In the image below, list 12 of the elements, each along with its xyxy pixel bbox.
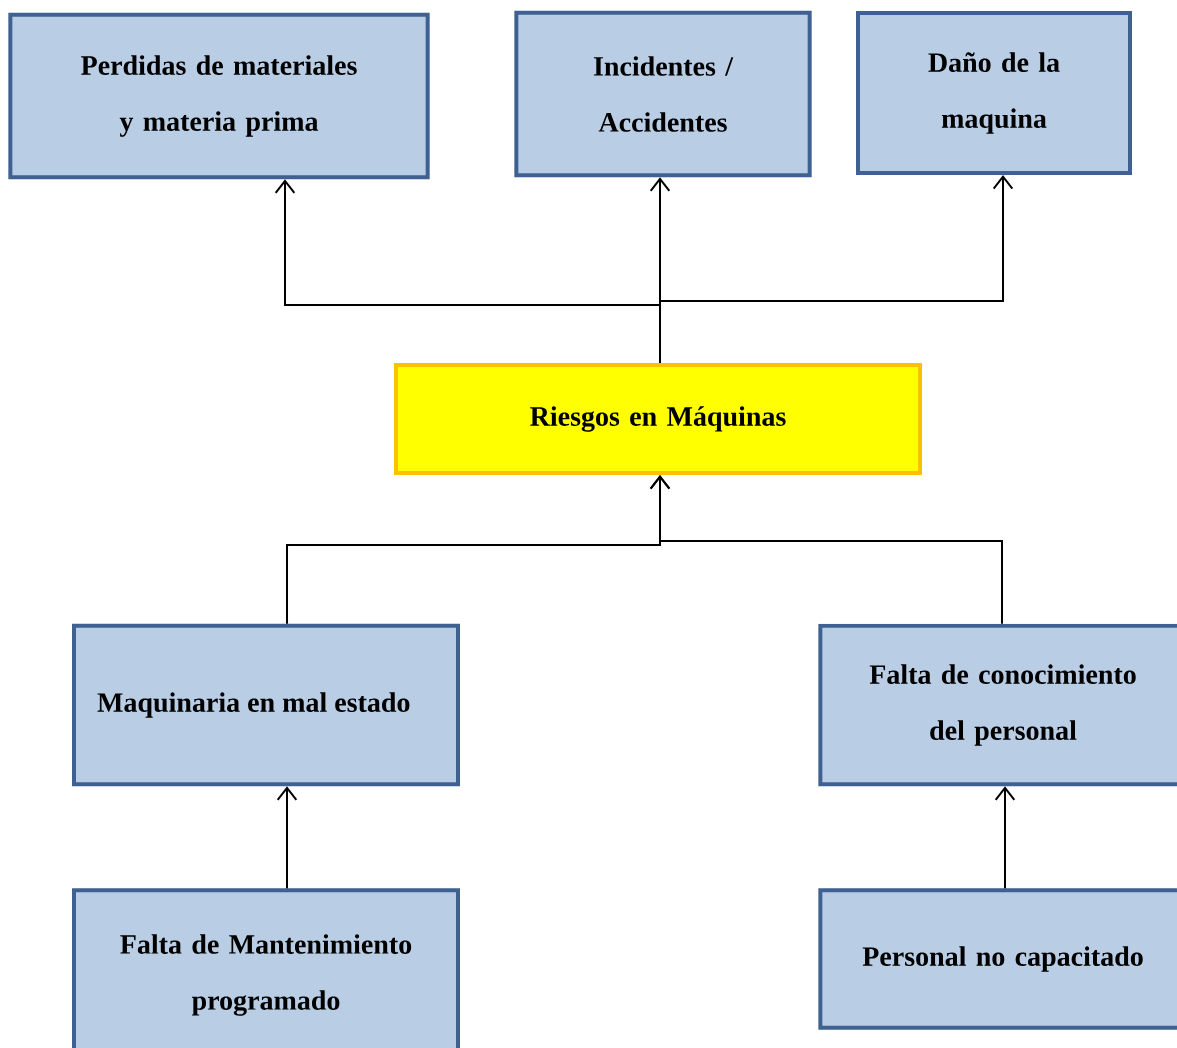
arrow: [659, 175, 1014, 364]
cause-box: Maquinaria en mal estado: [72, 623, 460, 787]
cause-box: Falta de conocimiento del personal: [818, 623, 1177, 787]
effect-box: Daño de la maquina: [856, 11, 1132, 175]
cause-box: Personal no capacitado: [818, 888, 1177, 1030]
effect-box: Incidentes / Accidentes: [514, 10, 812, 178]
arrow: [276, 786, 298, 890]
cause-box: Falta de Mantenimiento programado: [72, 888, 460, 1048]
arrow: [994, 786, 1016, 890]
effect-box: Perdidas de materiales y materia prima: [8, 12, 430, 180]
arrow: [649, 475, 1003, 625]
problem-box: Riesgos en Máquinas: [394, 363, 922, 475]
